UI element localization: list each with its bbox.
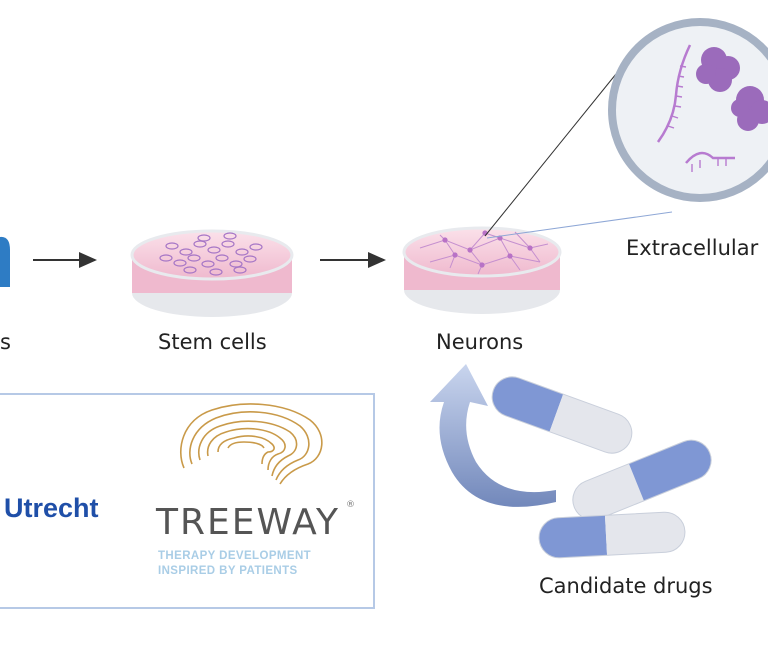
candidate-drugs-label: Candidate drugs (539, 574, 713, 598)
extracellular-zoom-circle (608, 18, 768, 202)
capsule-pill (538, 511, 686, 559)
extracellular-label: Extracellular (626, 236, 759, 260)
capsule-pill (491, 376, 633, 454)
treeway-tagline-line-1: THERAPY DEVELOPMENT (158, 550, 312, 562)
stem-cells-dish (130, 229, 294, 317)
treeway-registered-mark: ® (346, 500, 355, 510)
treeway-logo-icon (180, 403, 323, 485)
capsule-pill (572, 439, 712, 521)
cropped-source-icon (0, 236, 10, 287)
zoom-line (484, 73, 617, 237)
curved-arrow (430, 364, 556, 507)
treeway-tagline-line-2: INSPIRED BY PATIENTS (158, 565, 298, 577)
step-label-cropped: s (0, 330, 11, 354)
zoom-line (486, 211, 673, 239)
neurons-label: Neurons (436, 330, 524, 354)
neurons-dish (402, 226, 562, 314)
treeway-logo-text: TREEWAY (156, 502, 340, 543)
utrecht-logo-text: Utrecht (4, 493, 99, 523)
stem-cells-label: Stem cells (158, 330, 267, 354)
